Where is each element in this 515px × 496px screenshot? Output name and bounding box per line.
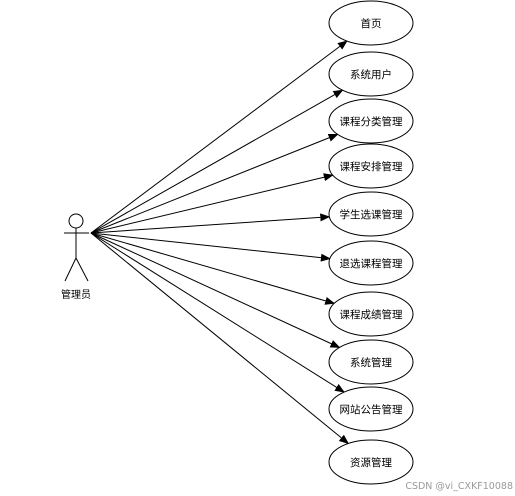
use-case: 资源管理 bbox=[328, 439, 414, 485]
use-case-ellipse bbox=[328, 386, 414, 432]
actor-left-leg bbox=[64, 257, 77, 282]
actor-label: 管理员 bbox=[61, 288, 91, 301]
use-case-label: 资源管理 bbox=[350, 456, 392, 469]
use-case: 课程分类管理 bbox=[328, 98, 414, 144]
association-lines bbox=[90, 40, 350, 445]
association-line bbox=[90, 40, 348, 234]
use-case-label: 学生选课管理 bbox=[340, 208, 403, 221]
actor-admin: 管理员 bbox=[61, 213, 91, 301]
use-case-label: 网站公告管理 bbox=[340, 403, 403, 416]
association-line bbox=[90, 89, 344, 234]
use-case-label: 课程成绩管理 bbox=[340, 308, 403, 321]
association-line bbox=[90, 232, 336, 305]
actor-head bbox=[68, 213, 84, 229]
use-case-ellipse bbox=[328, 98, 414, 144]
use-case-ellipse bbox=[328, 240, 414, 286]
actor-right-leg bbox=[75, 257, 89, 282]
watermark: CSDN @vi_CXKF10088 bbox=[405, 481, 513, 492]
use-case-ellipse bbox=[328, 0, 414, 46]
use-case-ellipse bbox=[328, 339, 414, 385]
association-line bbox=[90, 232, 345, 393]
use-case: 课程成绩管理 bbox=[328, 291, 414, 337]
use-case: 学生选课管理 bbox=[328, 191, 414, 237]
use-case-ellipse bbox=[328, 143, 414, 189]
use-case-ellipse bbox=[328, 291, 414, 337]
use-cases: 首页系统用户课程分类管理课程安排管理学生选课管理退选课程管理课程成绩管理系统管理… bbox=[328, 0, 414, 485]
use-case-ellipse bbox=[328, 191, 414, 237]
use-case: 课程安排管理 bbox=[328, 143, 414, 189]
use-case-label: 退选课程管理 bbox=[340, 257, 403, 270]
association-line bbox=[90, 173, 334, 234]
use-case: 首页 bbox=[328, 0, 414, 46]
use-case: 系统用户 bbox=[328, 51, 414, 97]
association-line bbox=[90, 133, 339, 234]
use-case: 系统管理 bbox=[328, 339, 414, 385]
use-case-label: 课程分类管理 bbox=[340, 115, 403, 128]
use-case-label: 系统管理 bbox=[350, 356, 392, 369]
use-case-label: 首页 bbox=[361, 17, 382, 30]
association-line bbox=[90, 213, 331, 234]
use-case-ellipse bbox=[328, 439, 414, 485]
use-case-label: 课程安排管理 bbox=[340, 160, 403, 173]
use-case-ellipse bbox=[328, 51, 414, 97]
use-case: 退选课程管理 bbox=[328, 240, 414, 286]
association-line bbox=[90, 232, 331, 262]
use-case: 网站公告管理 bbox=[328, 386, 414, 432]
association-line bbox=[90, 232, 341, 348]
association-line bbox=[90, 232, 350, 445]
use-case-label: 系统用户 bbox=[350, 68, 392, 81]
